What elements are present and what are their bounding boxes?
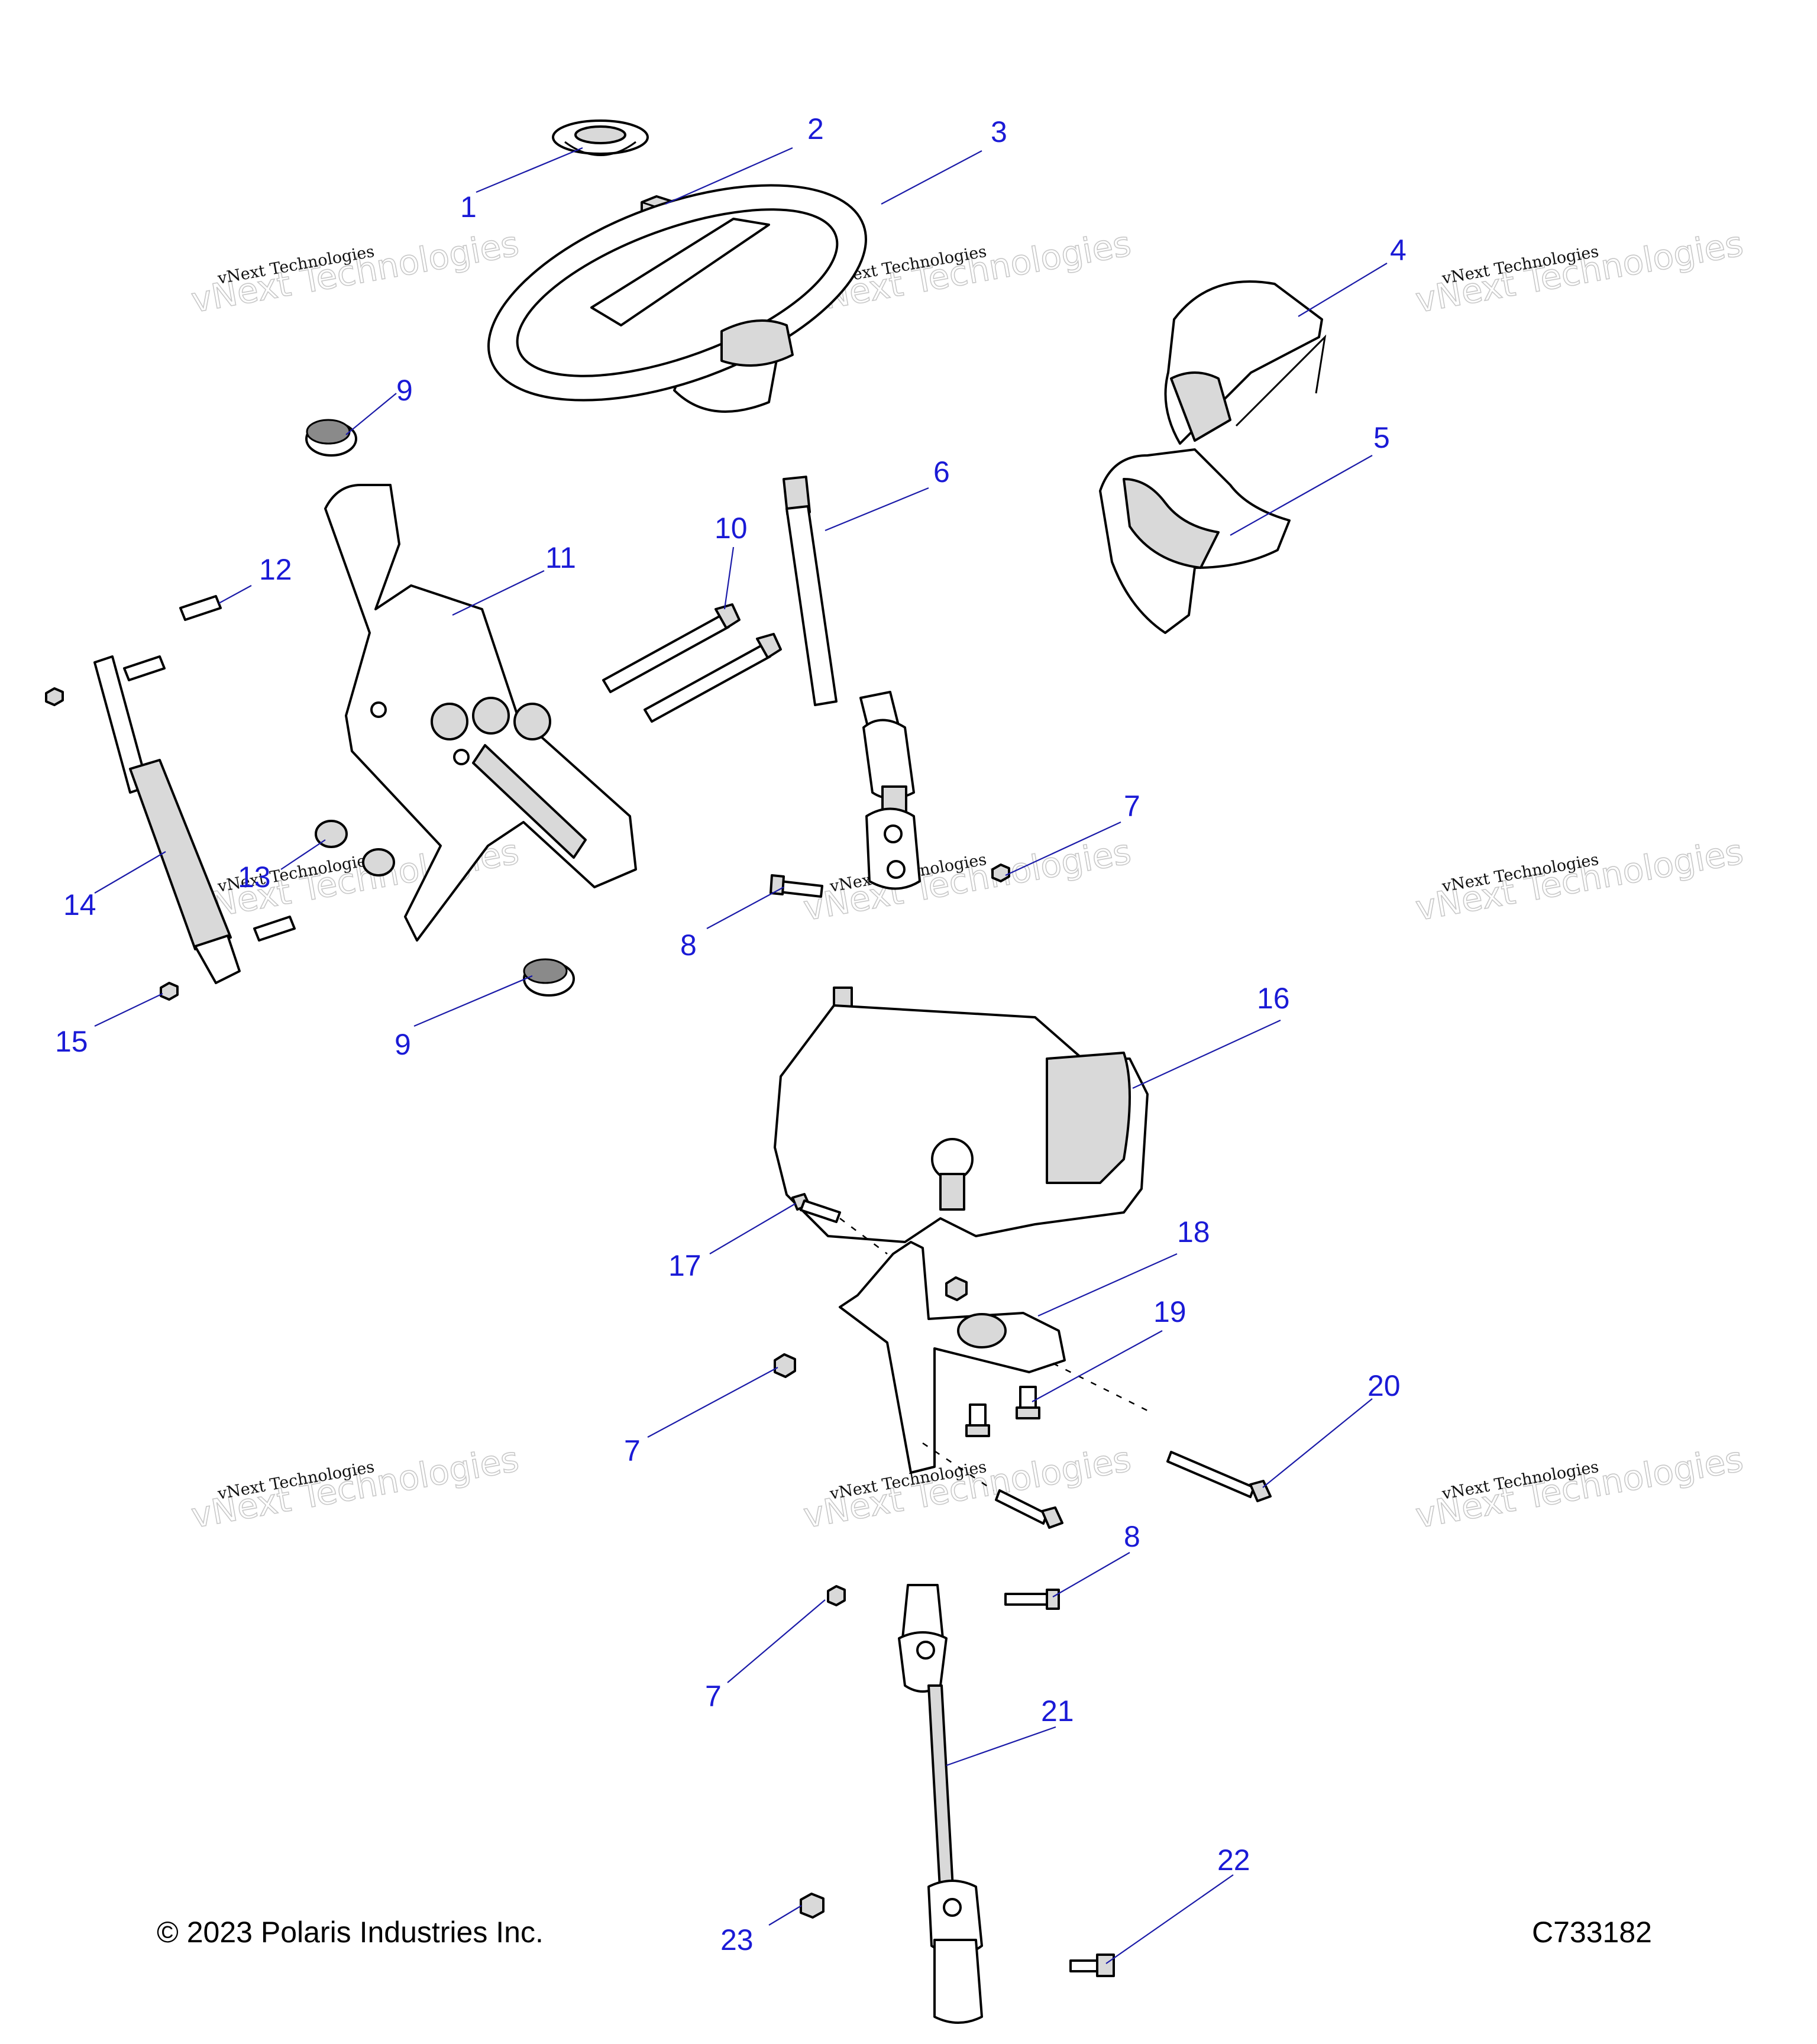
nut-part — [774, 1353, 796, 1378]
bolt-part — [770, 874, 823, 898]
callout-7: 7 — [705, 1680, 722, 1713]
watermark: vNext Technologies vNext Technologies — [1412, 1438, 1747, 1537]
callout-labels: 1 2 3 4 5 9 6 10 11 12 7 13 14 8 15 9 16… — [55, 112, 1407, 1956]
copyright-notice: © 2023 Polaris Industries Inc. — [157, 1916, 544, 1949]
watermark: vNext Technologies vNext Technologies — [1412, 831, 1747, 929]
alignment-line — [1052, 1362, 1148, 1412]
watermark: vNext Technologies vNext Technologies — [800, 831, 1134, 929]
callout-12: 12 — [259, 553, 292, 586]
nut-part — [45, 687, 64, 706]
bolt-part — [995, 1489, 1063, 1529]
callout-4: 4 — [1390, 234, 1407, 267]
callout-7: 7 — [1124, 790, 1140, 823]
callout-10: 10 — [714, 512, 748, 545]
callout-11: 11 — [545, 541, 576, 574]
bolt-part — [1166, 1451, 1272, 1502]
gas-strut-part — [93, 655, 296, 984]
pivot-pin-part — [179, 595, 222, 621]
callout-19: 19 — [1153, 1295, 1186, 1328]
lower-column-cover-part — [1099, 448, 1291, 634]
callout-13: 13 — [238, 861, 271, 894]
bushing-part — [305, 419, 357, 457]
bolt-part — [791, 1193, 841, 1223]
callout-14: 14 — [63, 888, 96, 921]
bushing-part — [523, 958, 575, 997]
callout-23: 23 — [720, 1923, 754, 1956]
callout-18: 18 — [1177, 1215, 1210, 1249]
callout-6: 6 — [933, 455, 950, 489]
gearbox-bracket-part — [839, 1241, 1066, 1474]
callout-21: 21 — [1041, 1694, 1074, 1728]
watermark: vNext Technologies vNext Technologies — [800, 1438, 1134, 1537]
drawing-number: C733182 — [1532, 1916, 1652, 1949]
watermark: vNext Technologies vNext Technologies — [188, 223, 522, 321]
alignment-line — [922, 1442, 994, 1492]
callout-7: 7 — [624, 1434, 641, 1467]
bolt-part — [1004, 1589, 1060, 1610]
upper-column-cover-part — [1164, 280, 1327, 445]
callout-17: 17 — [668, 1249, 701, 1282]
center-cap-part — [552, 119, 649, 156]
callout-9: 9 — [396, 374, 413, 407]
callout-5: 5 — [1373, 421, 1390, 454]
callout-8: 8 — [680, 929, 697, 962]
steering-gearbox-part — [774, 987, 1149, 1243]
callout-2: 2 — [807, 112, 824, 145]
nut-part — [991, 863, 1010, 882]
column-bracket-part — [324, 484, 637, 942]
nut-part — [160, 982, 179, 1001]
callout-9: 9 — [395, 1028, 411, 1061]
callout-1: 1 — [460, 190, 477, 224]
callout-16: 16 — [1257, 982, 1290, 1015]
leader-lines — [94, 147, 1388, 1964]
callout-3: 3 — [991, 115, 1007, 148]
bracket-bolts-part — [965, 1386, 1040, 1437]
watermark: vNext Technologies vNext Technologies — [188, 1438, 522, 1537]
alignment-line — [839, 1218, 888, 1254]
steering-wheel-part — [487, 184, 867, 413]
intermediate-shaft-part — [898, 1584, 983, 2024]
callout-20: 20 — [1367, 1369, 1401, 1402]
nut-part — [945, 1276, 968, 1301]
watermark: vNext Technologies vNext Technologies — [1412, 223, 1747, 321]
callout-22: 22 — [1217, 1844, 1250, 1877]
nut-part — [800, 1893, 825, 1919]
bolt-part — [1069, 1954, 1115, 1977]
nut-part — [827, 1585, 846, 1606]
callout-8: 8 — [1124, 1520, 1140, 1553]
callout-15: 15 — [55, 1025, 88, 1058]
upper-steering-shaft-part — [782, 476, 921, 890]
long-bolts-part — [602, 603, 782, 723]
